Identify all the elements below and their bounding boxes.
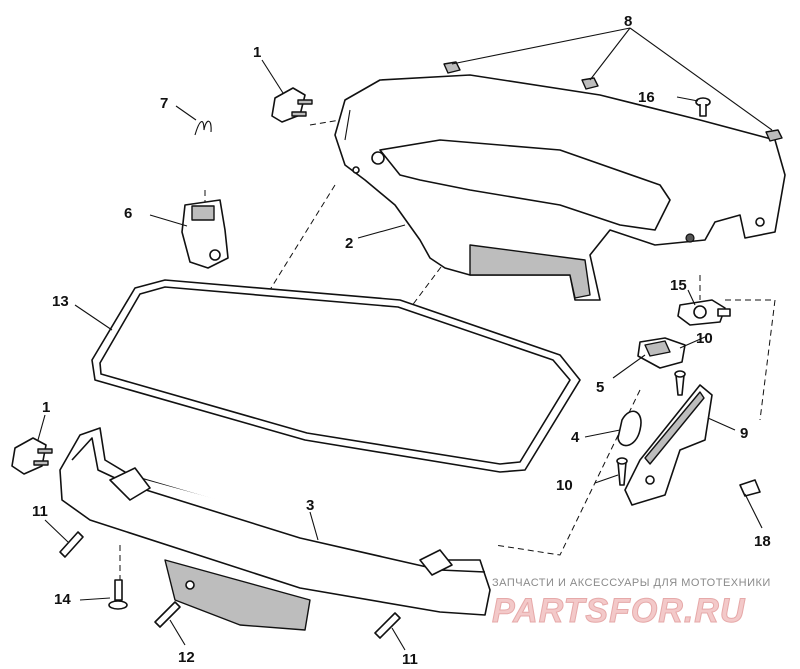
valve-fitting [677,299,731,326]
screw-16 [695,97,711,117]
hinge-plate [624,384,713,506]
callout-18: 18 [754,533,771,550]
latch-housing [637,337,686,369]
callout-14: 14 [54,591,71,608]
callout-8: 8 [624,13,632,30]
top-nuts [443,61,783,142]
bolts [59,531,401,639]
callout-labels: 1 7 6 2 13 1 8 16 15 10 5 4 9 10 18 3 11… [32,13,771,668]
callout-15: 15 [670,277,687,294]
callout-2: 2 [345,235,353,252]
callout-1-top: 1 [253,44,261,61]
clip-7 [194,120,212,136]
callout-3: 3 [306,497,314,514]
upper-cover-frame [334,74,786,301]
callout-16: 16 [638,89,655,106]
callout-5: 5 [596,379,604,396]
screws-10 [616,370,686,486]
callout-10-lower: 10 [556,477,573,494]
callout-4: 4 [571,429,580,446]
callout-7: 7 [160,95,168,112]
hinge-block-upper [271,87,313,123]
lower-cover [59,427,491,631]
callout-leaders [37,27,773,651]
watermark: ЗАПЧАСТИ И АКСЕССУАРЫ ДЛЯ МОТОТЕХНИКИ PA… [492,577,771,631]
callout-1-left: 1 [42,399,50,416]
callout-13: 13 [52,293,69,310]
callout-9: 9 [740,425,748,442]
callout-11-left: 11 [32,503,48,520]
windshield-seal [91,279,581,473]
watermark-tagline: ЗАПЧАСТИ И АКСЕССУАРЫ ДЛЯ МОТОТЕХНИКИ [492,577,771,589]
callout-10-upper: 10 [696,330,713,347]
callout-11-bottom: 11 [402,651,418,668]
hinge-block-lower [11,437,53,475]
callout-12: 12 [178,649,195,666]
plug-18 [739,479,761,497]
latch-bracket [181,199,229,269]
callout-6: 6 [124,205,132,222]
watermark-brand: PARTSFOR.RU [492,592,746,630]
rubber-pad [617,410,642,447]
